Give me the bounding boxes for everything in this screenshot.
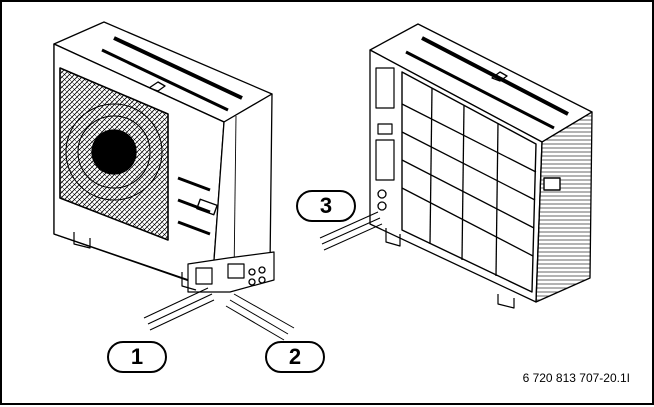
callout-2: 2 — [265, 341, 325, 373]
callout-3: 3 — [296, 190, 356, 222]
right-outdoor-unit — [319, 23, 593, 309]
figure-code: 6 720 813 707-20.1I — [522, 371, 630, 385]
right-unit-side — [535, 111, 593, 303]
callout-1: 1 — [107, 341, 167, 373]
right-unit-arrow-icon — [491, 71, 508, 82]
left-outdoor-unit — [53, 21, 295, 341]
coil-grid — [401, 71, 537, 293]
connection-box — [187, 251, 275, 293]
fan-hub-icon — [91, 129, 137, 175]
